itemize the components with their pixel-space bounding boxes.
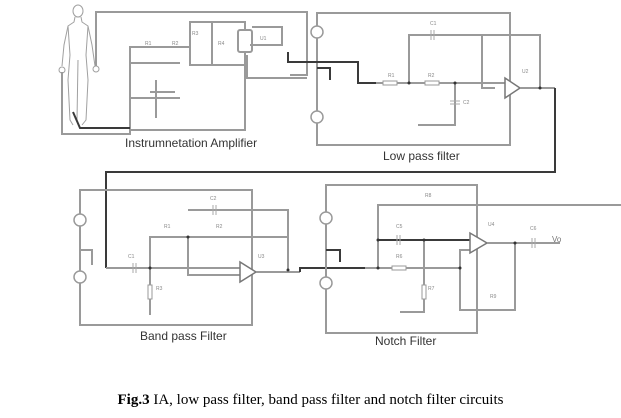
svg-text:R4: R4 — [218, 41, 225, 47]
voltage-source-icon — [310, 25, 324, 39]
svg-text:U2: U2 — [522, 69, 529, 75]
svg-text:U4: U4 — [488, 222, 495, 228]
notch-filter-block: R8 C5 R6 R7 R9 U4 C6 Vo Notch Filter — [319, 184, 621, 348]
low-pass-filter-block: C1 R1 R2 C2 U2 Low pass filter — [105, 12, 556, 268]
svg-text:U1: U1 — [260, 36, 267, 42]
svg-text:C2: C2 — [210, 196, 217, 202]
svg-text:R1: R1 — [388, 73, 395, 79]
voltage-source-icon — [73, 213, 87, 227]
voltage-source-icon — [73, 270, 87, 284]
section-title-band-pass-filter: Band pass Filter — [140, 329, 227, 343]
voltage-source-icon — [319, 211, 333, 225]
svg-text:R8: R8 — [425, 193, 432, 199]
voltage-source-icon — [310, 110, 324, 124]
svg-text:C5: C5 — [396, 224, 403, 230]
output-label-vo: Vo — [552, 235, 562, 244]
svg-text:R3: R3 — [192, 31, 199, 37]
figure-caption: Fig.3 IA, low pass filter, band pass fil… — [0, 392, 621, 409]
section-title-instrumentation-amplifier: Instrumnetation Amplifier — [125, 136, 257, 150]
svg-text:R2: R2 — [428, 73, 435, 79]
svg-text:R2: R2 — [216, 224, 223, 230]
svg-text:U3: U3 — [258, 254, 265, 260]
band-pass-filter-block: C2 R1 R2 C1 R3 U3 Band pass Filter — [73, 189, 300, 343]
op-amp-icon — [469, 231, 489, 255]
section-title-low-pass-filter: Low pass filter — [383, 149, 460, 163]
figure-number: Fig.3 — [117, 392, 150, 408]
svg-text:R3: R3 — [156, 286, 163, 292]
svg-text:C6: C6 — [530, 226, 537, 232]
instrumentation-amplifier-block: R1 R2 R3 R4 U1 Instrumnetation Amplifier — [58, 4, 310, 150]
svg-text:R6: R6 — [396, 254, 403, 260]
svg-text:R7: R7 — [428, 286, 435, 292]
figure-caption-text: IA, low pass filter, band pass filter an… — [149, 392, 504, 408]
svg-text:R1: R1 — [145, 41, 152, 47]
svg-text:R1: R1 — [164, 224, 171, 230]
svg-text:C2: C2 — [463, 100, 470, 106]
op-amp-icon — [504, 76, 522, 100]
voltage-source-icon — [319, 276, 333, 290]
svg-text:R9: R9 — [490, 294, 497, 300]
human-body-figure — [58, 4, 100, 126]
section-title-notch-filter: Notch Filter — [375, 334, 436, 348]
svg-text:R2: R2 — [172, 41, 179, 47]
op-amp-icon — [239, 260, 258, 284]
svg-text:C1: C1 — [430, 21, 437, 27]
svg-text:C1: C1 — [128, 254, 135, 260]
circuit-diagram: R1 R2 R3 R4 U1 Instrumnetation Amplifier — [58, 4, 621, 348]
